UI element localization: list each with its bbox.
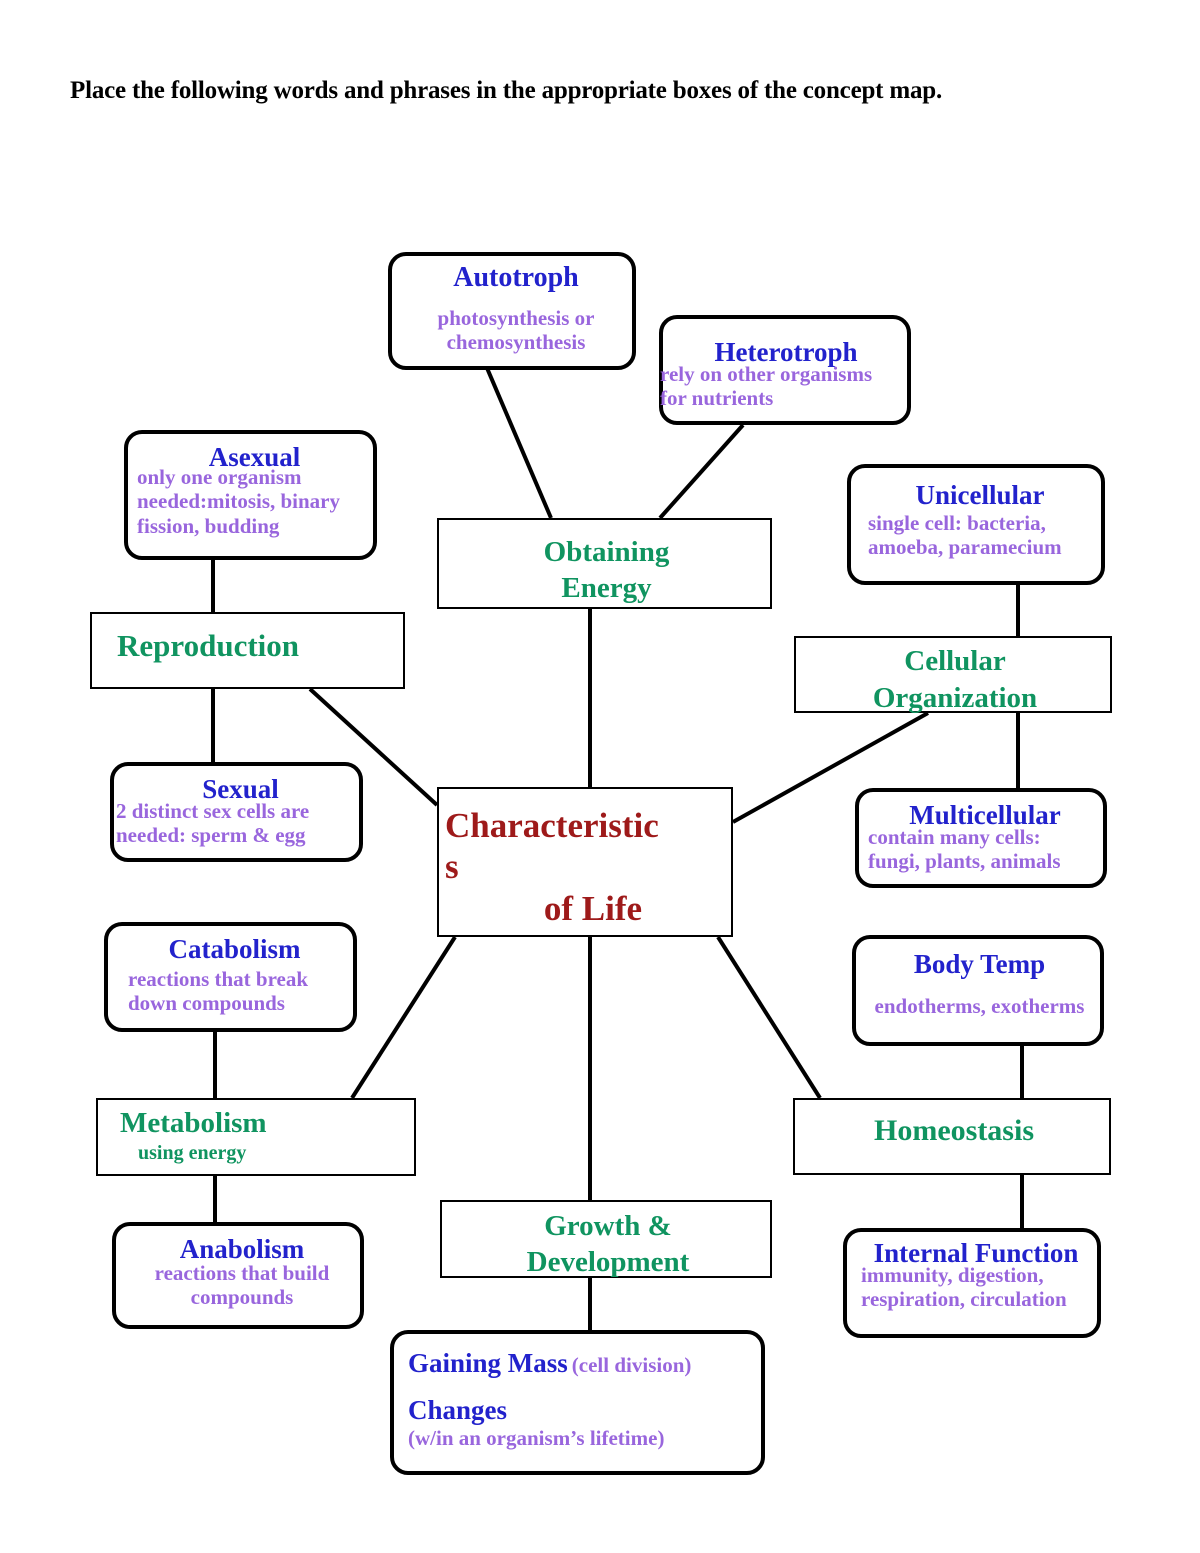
node-multicellular[interactable]: Multicellular contain many cells: fungi,… (855, 788, 1107, 888)
asexual-desc-line3: fission, budding (137, 513, 280, 538)
page-instructions: Place the following words and phrases in… (70, 77, 943, 104)
obtaining-energy-line2: Energy (561, 572, 652, 605)
unicellular-desc-line1: single cell: bacteria, (868, 511, 1046, 535)
node-body-temp[interactable]: Body Temp endotherms, exotherms (852, 935, 1104, 1046)
node-asexual[interactable]: Asexual only one organism needed:mitosis… (124, 430, 377, 560)
edge-center-metabolism (350, 935, 457, 1100)
body-temp-text: Body Temp endotherms, exotherms (851, 949, 1108, 1018)
center-line3: of Life (543, 888, 643, 928)
autotroph-desc-line1: photosynthesis or (437, 306, 595, 330)
anabolism-desc-line1: reactions that build (154, 1261, 330, 1285)
heterotroph-desc-line1: rely on other organisms (660, 362, 873, 386)
homeostasis-text: Homeostasis (795, 1114, 1113, 1148)
multicellular-title: Multicellular (909, 800, 1061, 830)
sexual-title: Sexual (202, 774, 279, 804)
reproduction-label: Reproduction (117, 628, 300, 663)
reproduction-text: Reproduction (92, 628, 407, 664)
node-internal-function[interactable]: Internal Function immunity, digestion, r… (843, 1228, 1101, 1338)
node-obtaining-energy[interactable]: Obtaining Energy (437, 518, 772, 609)
metabolism-label: Metabolism (120, 1107, 267, 1139)
growth-development-line1: Growth & (544, 1210, 672, 1242)
node-characteristics-of-life[interactable]: Characteristic s of Life (437, 787, 733, 937)
catabolism-title: Catabolism (168, 934, 301, 964)
node-sexual[interactable]: Sexual 2 distinct sex cells are needed: … (110, 762, 363, 862)
sexual-desc-line2: needed: sperm & egg (116, 823, 306, 848)
gaining-mass-title: Gaining Mass (408, 1348, 568, 1378)
metabolism-sub: using energy (138, 1141, 247, 1164)
growth-development-text: Growth & Development (442, 1208, 774, 1281)
metabolism-text: Metabolism using energy (98, 1106, 418, 1165)
node-unicellular[interactable]: Unicellular single cell: bacteria, amoeb… (847, 464, 1105, 585)
growth-detail-row-changes: Changes (394, 1395, 769, 1426)
growth-detail-row-gaining-mass: Gaining Mass (cell division) (394, 1348, 769, 1379)
anabolism-title: Anabolism (179, 1234, 305, 1264)
homeostasis-label: Homeostasis (874, 1114, 1034, 1147)
edge-autotroph-obtaining-energy (485, 367, 553, 519)
sexual-text: Sexual 2 distinct sex cells are needed: … (111, 774, 370, 848)
node-heterotroph[interactable]: Heterotroph rely on other organisms for … (659, 315, 911, 425)
autotroph-text: Autotroph photosynthesis or chemosynthes… (392, 262, 640, 355)
multicellular-text: Multicellular contain many cells: fungi,… (859, 800, 1111, 874)
autotroph-desc-line2: chemosynthesis (446, 330, 586, 355)
edge-center-homeostasis (716, 935, 822, 1100)
asexual-desc-line2: needed:mitosis, binary (137, 489, 341, 514)
internal-function-text: Internal Function immunity, digestion, r… (847, 1238, 1105, 1312)
node-cellular-organization[interactable]: Cellular Organization (794, 636, 1112, 714)
multicellular-desc-line1: contain many cells: (868, 825, 1041, 849)
body-temp-desc-line1: endotherms, exotherms (874, 994, 1085, 1018)
growth-development-line2: Development (526, 1246, 690, 1279)
body-temp-title: Body Temp (913, 949, 1046, 979)
node-metabolism[interactable]: Metabolism using energy (96, 1098, 416, 1176)
cellular-organization-line2: Organization (872, 682, 1038, 715)
changes-note: (w/in an organism’s lifetime) (408, 1426, 665, 1450)
internal-function-title: Internal Function (873, 1238, 1079, 1268)
node-growth-detail[interactable]: Gaining Mass (cell division) Changes (w/… (390, 1330, 765, 1475)
asexual-text: Asexual only one organism needed:mitosis… (128, 442, 381, 538)
node-autotroph[interactable]: Autotroph photosynthesis or chemosynthes… (388, 252, 636, 370)
node-homeostasis[interactable]: Homeostasis (793, 1098, 1111, 1175)
cellular-organization-line1: Cellular (904, 645, 1006, 677)
catabolism-text: Catabolism reactions that break down com… (108, 934, 361, 1016)
edge-heterotroph-obtaining-energy (658, 423, 745, 520)
center-line1: Characteristic (445, 806, 659, 845)
obtaining-energy-line1: Obtaining (543, 536, 670, 568)
autotroph-title: Autotroph (453, 262, 579, 293)
unicellular-desc-line2: amoeba, paramecium (868, 535, 1062, 560)
heterotroph-desc-line2: for nutrients (660, 386, 774, 411)
node-growth-development[interactable]: Growth & Development (440, 1200, 772, 1278)
asexual-desc-line1: only one organism (137, 465, 302, 489)
growth-detail-text: Gaining Mass (cell division) Changes (w/… (394, 1348, 769, 1451)
growth-detail-row-changes-note: (w/in an organism’s lifetime) (394, 1426, 769, 1451)
changes-title: Changes (408, 1395, 508, 1425)
center-line2: s (445, 847, 459, 887)
anabolism-text: Anabolism reactions that build compounds (116, 1234, 368, 1310)
node-anabolism[interactable]: Anabolism reactions that build compounds (112, 1222, 364, 1329)
characteristics-of-life-text: Characteristic s of Life (439, 805, 735, 929)
node-reproduction[interactable]: Reproduction (90, 612, 405, 689)
unicellular-text: Unicellular single cell: bacteria, amoeb… (851, 480, 1109, 560)
unicellular-title: Unicellular (915, 480, 1045, 510)
catabolism-desc-line2: down compounds (128, 991, 285, 1016)
multicellular-desc-line2: fungi, plants, animals (868, 849, 1061, 874)
gaining-mass-note: (cell division) (571, 1353, 692, 1377)
internal-function-desc-line2: respiration, circulation (861, 1287, 1067, 1312)
node-catabolism[interactable]: Catabolism reactions that break down com… (104, 922, 357, 1032)
internal-function-desc-line1: immunity, digestion, (861, 1263, 1044, 1287)
catabolism-desc-line1: reactions that break (128, 967, 309, 991)
sexual-desc-line1: 2 distinct sex cells are (116, 799, 310, 823)
heterotroph-text: Heterotroph rely on other organisms for … (657, 337, 915, 411)
asexual-title: Asexual (208, 442, 301, 472)
cellular-organization-text: Cellular Organization (796, 643, 1114, 717)
heterotroph-title: Heterotroph (714, 337, 858, 367)
obtaining-energy-text: Obtaining Energy (439, 534, 774, 607)
anabolism-desc-line2: compounds (190, 1285, 294, 1310)
